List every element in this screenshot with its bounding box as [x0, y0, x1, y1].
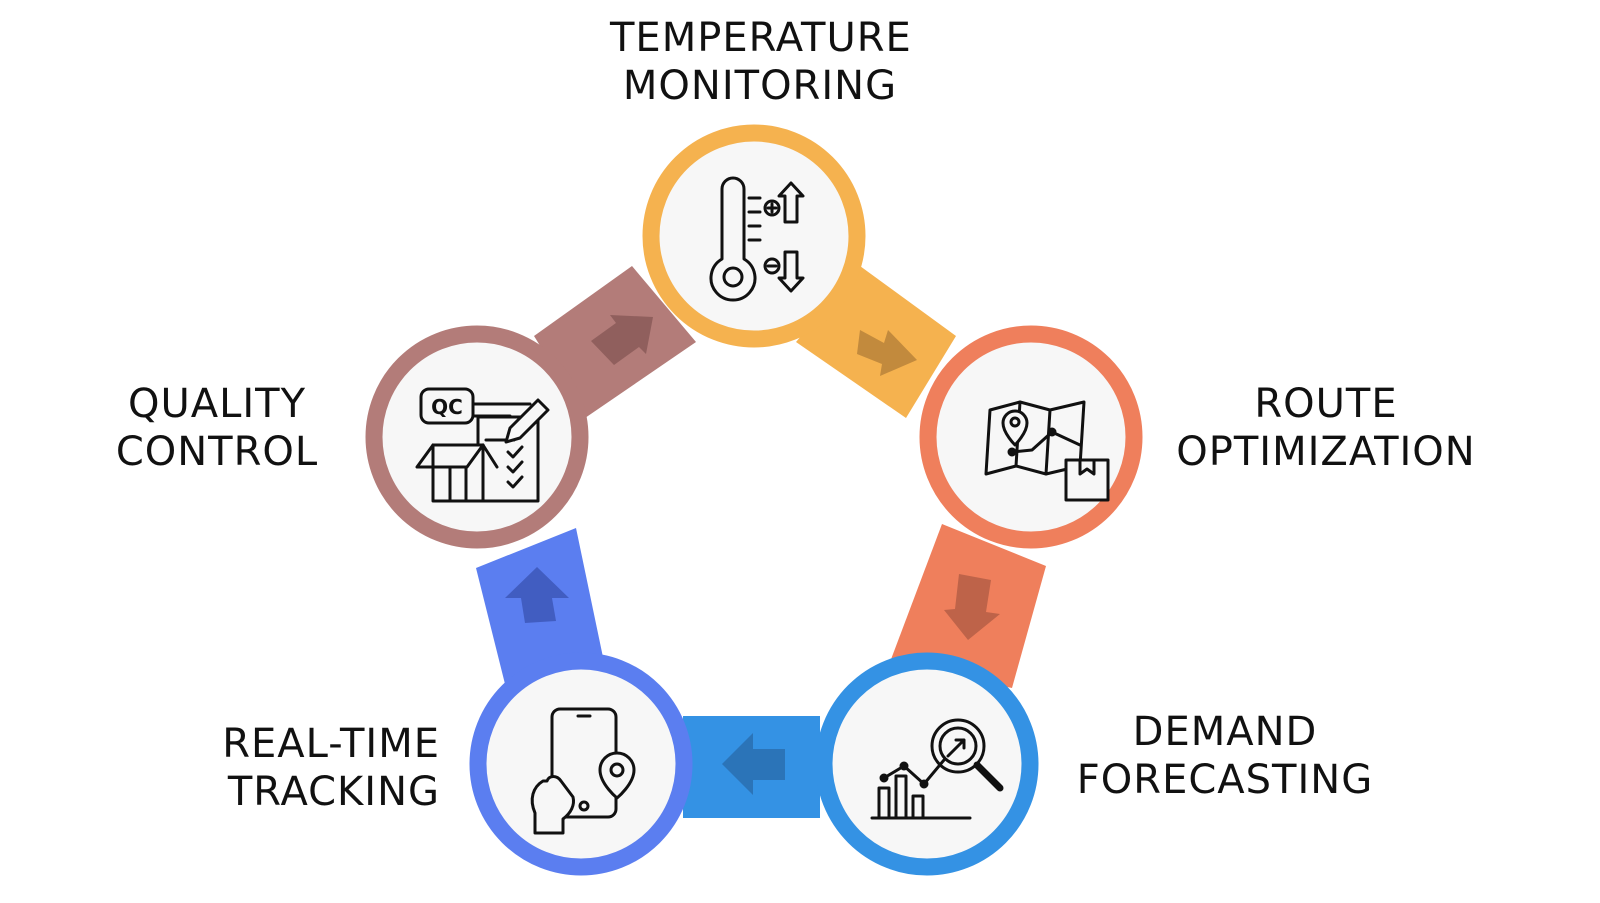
label-line-2: FORECASTING: [1076, 757, 1374, 803]
label-demand-forecasting: DEMAND FORECASTING: [1070, 708, 1380, 804]
label-line-1: ROUTE: [1254, 381, 1398, 427]
label-line-1: TEMPERATURE: [610, 15, 912, 61]
circle-tracking: [469, 652, 693, 876]
label-temperature-monitoring: TEMPERATURE MONITORING: [610, 14, 912, 110]
circle-demand: [815, 652, 1039, 876]
circle-route: [919, 325, 1143, 549]
arrow-up-icon: [505, 567, 569, 623]
label-real-time-tracking: REAL-TIME TRACKING: [180, 720, 440, 816]
phone-location-icon: [530, 707, 636, 835]
arrow-down-right-icon: [857, 330, 917, 376]
label-line-2: MONITORING: [622, 63, 898, 109]
label-route-optimization: ROUTE OPTIMIZATION: [1166, 380, 1486, 476]
chart-magnifier-icon: [870, 718, 1004, 820]
label-line-1: REAL-TIME: [222, 721, 440, 767]
qc-icon-text: QC: [431, 395, 463, 419]
arrow-left-icon: [722, 733, 785, 795]
thermometer-icon: [709, 176, 805, 302]
label-line-2: TRACKING: [227, 769, 440, 815]
qc-clipboard-icon: [415, 387, 550, 503]
label-line-2: OPTIMIZATION: [1176, 429, 1476, 475]
flow-arrows: [505, 315, 1000, 795]
arrow-right-icon: [591, 315, 653, 365]
circle-temperature: [642, 124, 866, 348]
label-line-1: DEMAND: [1132, 709, 1318, 755]
label-quality-control: QUALITY CONTROL: [92, 380, 342, 476]
arrow-down-icon: [944, 574, 1000, 640]
label-line-1: QUALITY: [127, 381, 307, 427]
stage-circles: [365, 124, 1143, 876]
label-line-2: CONTROL: [115, 429, 319, 475]
map-route-icon: [984, 400, 1110, 502]
